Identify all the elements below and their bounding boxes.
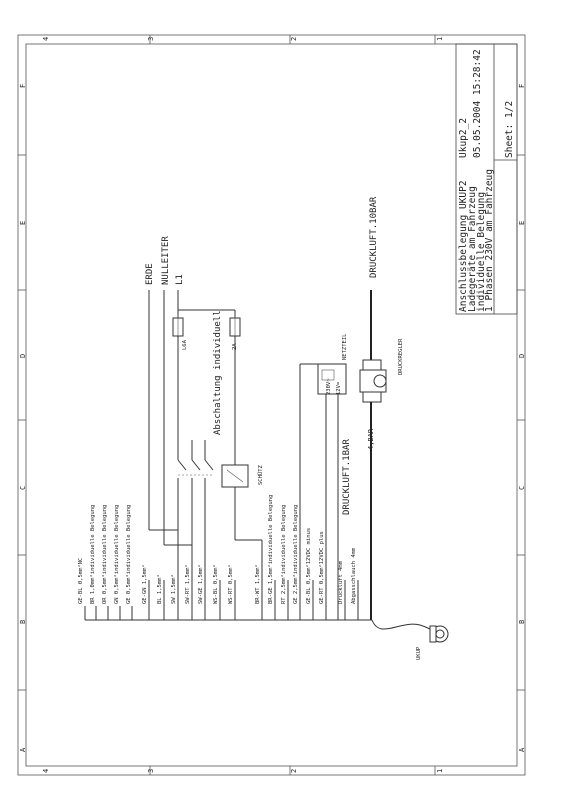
wire-label-7: BL 1,5mm² xyxy=(156,574,163,604)
supply-nulleiter: NULLEITER xyxy=(161,236,171,285)
netzteil-in: 230V~ xyxy=(326,378,332,395)
frame-letter-right-a: A xyxy=(518,747,526,752)
druckluft-out-label: DRUCKLUFT.1BAR xyxy=(342,439,352,515)
supply-l1: L1 xyxy=(175,274,185,285)
frame-letter-left-b: B xyxy=(19,620,27,624)
frame-letter-left-a: A xyxy=(19,747,27,752)
wire-label-5: GE 0,5mm²individuelle Belegung xyxy=(125,505,132,604)
wire-label-3: OR 0,5mm²individuelle Belegung xyxy=(101,505,108,604)
frame-letter-left-f: F xyxy=(19,84,27,88)
bar-label: 4,BAR xyxy=(367,428,375,450)
sheet-number: Sheet: 1/2 xyxy=(504,101,515,158)
connector-cable xyxy=(371,619,439,633)
connector-label: UKUP xyxy=(416,646,422,660)
wire-label-11: WS-BL 0,5mm² xyxy=(212,564,219,604)
wire-label-13: BR-WT 1,5mm² xyxy=(254,564,261,604)
wire-label-2: BR 1,0mm²individuelle Belegung xyxy=(89,505,96,604)
frame-letter-left-d: D xyxy=(19,354,27,358)
schuetz-label: SCHÜTZ xyxy=(257,464,264,485)
netzteil-box xyxy=(317,363,347,395)
frame-num-bottom-3: 3 xyxy=(147,769,155,773)
supply-lines xyxy=(148,290,372,545)
wire-label-18: GE-RT 0,5mm²12VDC plus xyxy=(318,531,325,604)
frame-letter-right-c: C xyxy=(518,486,526,490)
wire-label-12: WS-RT 0,5mm² xyxy=(227,564,234,604)
title-line-1: Anschlussbelegung UKUP2 xyxy=(458,180,469,312)
fuse-l6a-label: L6A xyxy=(182,339,188,350)
doc-name: Ukup2_2 xyxy=(458,118,469,158)
netzteil-out: 12V= xyxy=(336,381,342,395)
frame-num-bottom-4: 4 xyxy=(42,769,50,773)
frame-letter-right-f: F xyxy=(518,84,526,88)
wire-label-15: RT 2,5mm²individuelle Belegung xyxy=(280,505,287,604)
supply-erde: ERDE xyxy=(145,263,155,285)
wire-label-6: GE-GN 1,5mm² xyxy=(141,564,148,604)
wire-label-1: GE-BL 0,5mm²NC xyxy=(77,558,84,604)
wire-label-16: GE 2,5mm²individuelle Belegung xyxy=(292,505,299,604)
frame-letter-right-d: D xyxy=(518,354,526,358)
netzteil-label: NETZTEIL xyxy=(342,333,348,360)
frame-letter-right-e: E xyxy=(518,221,526,225)
inner-frame xyxy=(25,43,518,767)
wire-label-20: Abgasschlauch 4mm xyxy=(351,547,357,604)
wire-label-14: BR-GE 1,5mm²individuelle Belegung xyxy=(267,495,274,604)
wire-label-19: Druckluft 4mm xyxy=(338,560,344,604)
title-line-3: individuelle Belegung xyxy=(476,192,487,312)
druckregler xyxy=(359,359,387,403)
frame-letter-right-b: B xyxy=(518,620,526,624)
wire-label-10: SW-GE 1,5mm² xyxy=(197,564,204,604)
connector-ukup xyxy=(429,625,449,643)
frame-num-bottom-2: 2 xyxy=(290,769,298,773)
supply-druckluft-in: DRUCKLUFT.10BAR xyxy=(369,196,379,278)
doc-date: 05.05.2004 15:28:42 xyxy=(472,49,483,158)
wire-drops xyxy=(84,520,359,620)
schuetz-contacts xyxy=(177,440,214,520)
frame-num-bottom-1: 1 xyxy=(436,769,444,773)
frame-ticks xyxy=(18,35,525,775)
title-block: Anschlussbelegung UKUP2 Ladegeräte am Fa… xyxy=(455,43,518,315)
frame-letter-left-c: C xyxy=(19,486,27,490)
frame-num-top-1: 1 xyxy=(436,37,444,41)
frame-num-top-2: 2 xyxy=(290,37,298,41)
title-line-2: Ladegeräte am Fahrzeug xyxy=(467,186,478,312)
frame-letter-left-e: E xyxy=(19,221,27,225)
frame-num-top-4: 4 xyxy=(42,37,50,41)
druckregler-label: DRUCKREGLER xyxy=(398,338,404,375)
wire-label-4: GN 0,5mm²individuelle Belegung xyxy=(113,505,120,604)
outer-frame xyxy=(17,34,526,776)
wire-label-9: SW-RT 1,5mm² xyxy=(184,564,191,604)
wire-label-17: GE-BL 0,5mm²12VDC minus xyxy=(305,528,312,604)
abschaltung-label: Abschaltung individuell xyxy=(213,310,223,435)
wire-label-8: SW 1,5mm² xyxy=(170,574,177,604)
title-line-4: 1 Phasen 230V am Fahrzeug xyxy=(484,169,495,312)
frame-num-top-3: 3 xyxy=(147,37,155,41)
